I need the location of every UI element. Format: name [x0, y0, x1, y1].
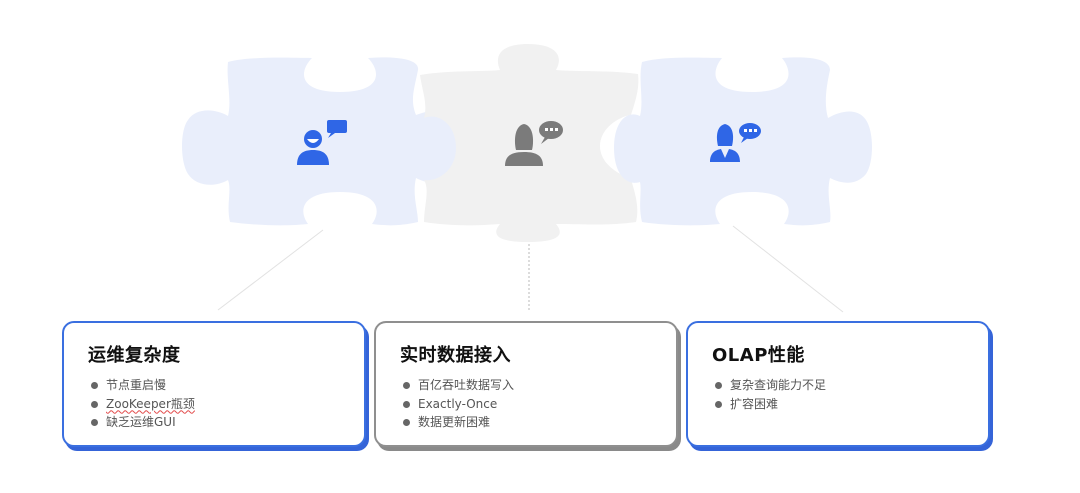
bullet-list: 节点重启慢 ZooKeeper瓶颈 缺乏运维GUI: [88, 376, 195, 432]
card-ops-complexity: 运维复杂度 节点重启慢 ZooKeeper瓶颈 缺乏运维GUI: [62, 321, 366, 447]
card-olap-performance: OLAP性能 复杂查询能力不足 扩容困难: [686, 321, 990, 447]
card-title: 运维复杂度: [88, 345, 181, 366]
list-item: 扩容困难: [712, 395, 826, 414]
list-item: 节点重启慢: [88, 376, 195, 395]
list-item: ZooKeeper瓶颈: [88, 395, 195, 414]
card-title: OLAP性能: [712, 345, 805, 366]
bullet-list: 复杂查询能力不足 扩容困难: [712, 376, 826, 413]
list-item: 复杂查询能力不足: [712, 376, 826, 395]
card-realtime-ingest: 实时数据接入 百亿吞吐数据写入 Exactly-Once 数据更新困难: [374, 321, 678, 447]
card-title: 实时数据接入: [400, 345, 511, 366]
list-item: 缺乏运维GUI: [88, 413, 195, 432]
connector-line-left: [217, 229, 324, 311]
person-speech-icon: [297, 120, 347, 165]
spellcheck-underlined-text: ZooKeeper瓶颈: [106, 396, 195, 411]
businesswoman-chat-icon: [710, 123, 761, 162]
connector-line-right: [732, 225, 844, 313]
woman-chat-icon: [505, 121, 563, 166]
list-item: 百亿吞吐数据写入: [400, 376, 514, 395]
list-item: 数据更新困难: [400, 413, 514, 432]
list-item: Exactly-Once: [400, 395, 514, 414]
bullet-list: 百亿吞吐数据写入 Exactly-Once 数据更新困难: [400, 376, 514, 432]
